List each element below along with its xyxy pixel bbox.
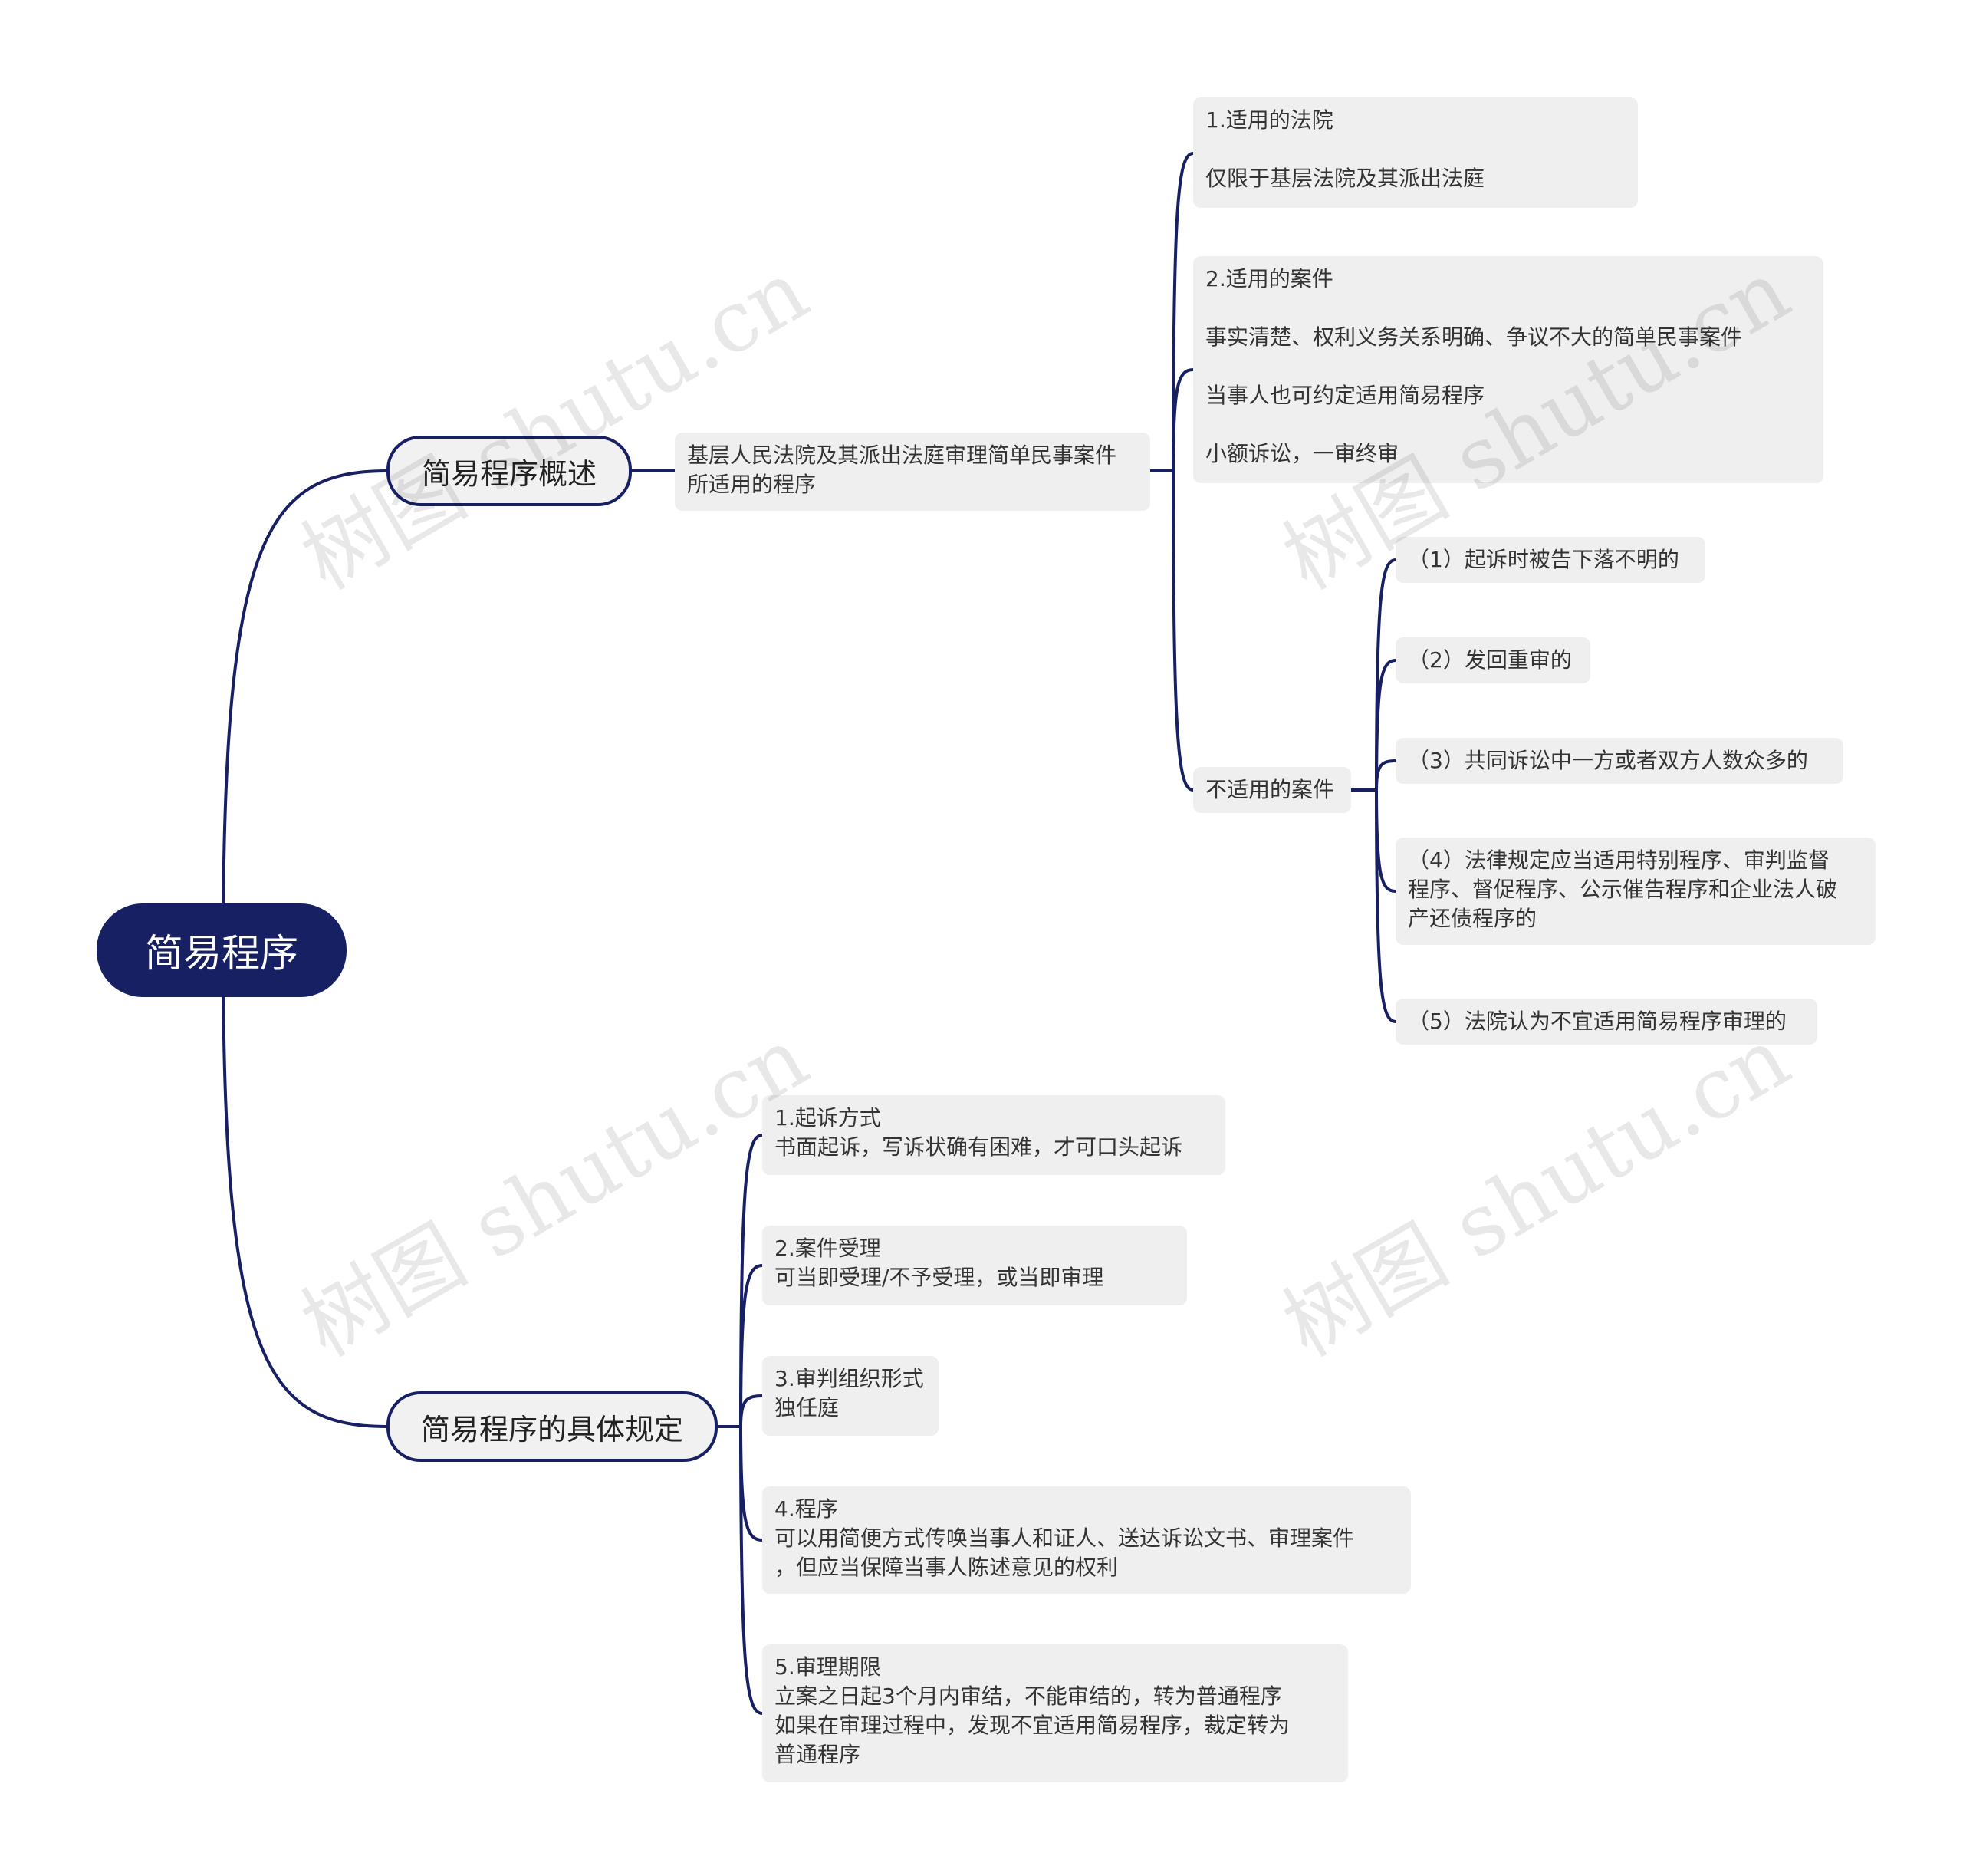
rule-filing-method[interactable]: 1.起诉方式 书面起诉，写诉状确有困难，才可口头起诉 bbox=[762, 1095, 1225, 1175]
rule-procedure[interactable]: 4.程序 可以用简便方式传唤当事人和证人、送达诉讼文书、审理案件 ，但应当保障当… bbox=[762, 1486, 1411, 1594]
rule-procedure-title: 4.程序 bbox=[774, 1496, 838, 1522]
connector-inapplicable-4 bbox=[1375, 789, 1396, 893]
applicable-court-title: 1.适用的法院 bbox=[1205, 107, 1333, 133]
inapplicable-case-4-line-3: 产还债程序的 bbox=[1408, 906, 1537, 931]
applicable-cases[interactable]: 2.适用的案件 事实清楚、权利义务关系明确、争议不大的简单民事案件 当事人也可约… bbox=[1193, 256, 1823, 483]
connector-root-rules bbox=[222, 950, 387, 1428]
connector-root-overview bbox=[222, 469, 387, 951]
rule-trial-organization-title: 3.审判组织形式 bbox=[774, 1366, 924, 1391]
overview-summary[interactable]: 基层人民法院及其派出法庭审理简单民事案件 所适用的程序 bbox=[675, 433, 1150, 511]
inapplicable-case-4-line-2: 程序、督促程序、公示催告程序和企业法人破 bbox=[1408, 877, 1838, 902]
inapplicable-case-4-line-1: （4）法律规定应当适用特别程序、审判监督 bbox=[1408, 847, 1830, 873]
rule-trial-period-line-2: 如果在审理过程中，发现不宜适用简易程序，裁定转为 bbox=[774, 1713, 1291, 1738]
rule-trial-period[interactable]: 5.审理期限 立案之日起3个月内审结，不能审结的，转为普通程序 如果在审理过程中… bbox=[762, 1644, 1348, 1782]
connector-rule-5 bbox=[739, 1426, 763, 1715]
connector-rule-4 bbox=[739, 1426, 763, 1542]
connector-inapplicable-5 bbox=[1375, 789, 1396, 1023]
rule-trial-period-title: 5.审理期限 bbox=[774, 1654, 881, 1680]
applicable-cases-line-1: 事实清楚、权利义务关系明确、争议不大的简单民事案件 bbox=[1205, 324, 1743, 350]
rule-trial-organization[interactable]: 3.审判组织形式 独任庭 bbox=[762, 1356, 939, 1436]
connector-cases bbox=[1172, 368, 1194, 472]
connector-inapplicable-3 bbox=[1375, 759, 1396, 791]
rule-trial-organization-line-1: 独任庭 bbox=[774, 1395, 840, 1420]
applicable-cases-title: 2.适用的案件 bbox=[1205, 266, 1333, 291]
connector-rule-3 bbox=[739, 1394, 763, 1427]
rule-case-acceptance[interactable]: 2.案件受理 可当即受理/不予受理，或当即审理 bbox=[762, 1226, 1187, 1305]
branch-overview[interactable]: 简易程序概述 bbox=[386, 436, 632, 506]
applicable-cases-line-3: 小额诉讼，一审终审 bbox=[1205, 441, 1399, 466]
rule-filing-method-line-1: 书面起诉，写诉状确有困难，才可口头起诉 bbox=[774, 1134, 1183, 1160]
rule-trial-period-line-1: 立案之日起3个月内审结，不能审结的，转为普通程序 bbox=[774, 1683, 1282, 1709]
overview-summary-line-2: 所适用的程序 bbox=[687, 472, 817, 497]
inapplicable-case-4[interactable]: （4）法律规定应当适用特别程序、审判监督 程序、督促程序、公示催告程序和企业法人… bbox=[1396, 838, 1876, 945]
connector-inapplicable-1 bbox=[1375, 558, 1396, 791]
inapplicable-case-1[interactable]: （1）起诉时被告下落不明的 bbox=[1396, 537, 1705, 583]
rule-case-acceptance-title: 2.案件受理 bbox=[774, 1236, 881, 1261]
overview-summary-line-1: 基层人民法院及其派出法庭审理简单民事案件 bbox=[687, 443, 1117, 468]
connector-inapplicable-2 bbox=[1375, 659, 1396, 791]
inapplicable-case-5[interactable]: （5）法院认为不宜适用简易程序审理的 bbox=[1396, 999, 1817, 1045]
connector-rule-2 bbox=[739, 1264, 763, 1427]
branch-specific-rules[interactable]: 简易程序的具体规定 bbox=[386, 1391, 718, 1462]
rule-procedure-line-1: 可以用简便方式传唤当事人和证人、送达诉讼文书、审理案件 bbox=[774, 1525, 1355, 1551]
rule-procedure-line-2: ，但应当保障当事人陈述意见的权利 bbox=[774, 1555, 1119, 1580]
rule-trial-period-line-3: 普通程序 bbox=[774, 1742, 861, 1767]
connector-inapplicable bbox=[1172, 470, 1194, 792]
inapplicable-case-2[interactable]: （2）发回重审的 bbox=[1396, 637, 1590, 683]
inapplicable-cases[interactable]: 不适用的案件 bbox=[1193, 767, 1351, 813]
inapplicable-case-3[interactable]: （3）共同诉讼中一方或者双方人数众多的 bbox=[1396, 738, 1843, 784]
rule-case-acceptance-line-1: 可当即受理/不予受理，或当即审理 bbox=[774, 1265, 1104, 1290]
applicable-court-line-1: 仅限于基层法院及其派出法庭 bbox=[1205, 166, 1485, 191]
rule-filing-method-title: 1.起诉方式 bbox=[774, 1105, 881, 1131]
applicable-court[interactable]: 1.适用的法院 仅限于基层法院及其派出法庭 bbox=[1193, 97, 1638, 208]
connector-rule-1 bbox=[739, 1134, 763, 1427]
root-node[interactable]: 简易程序 bbox=[97, 903, 347, 997]
applicable-cases-line-2: 当事人也可约定适用简易程序 bbox=[1205, 383, 1485, 408]
connector-court bbox=[1172, 152, 1194, 472]
